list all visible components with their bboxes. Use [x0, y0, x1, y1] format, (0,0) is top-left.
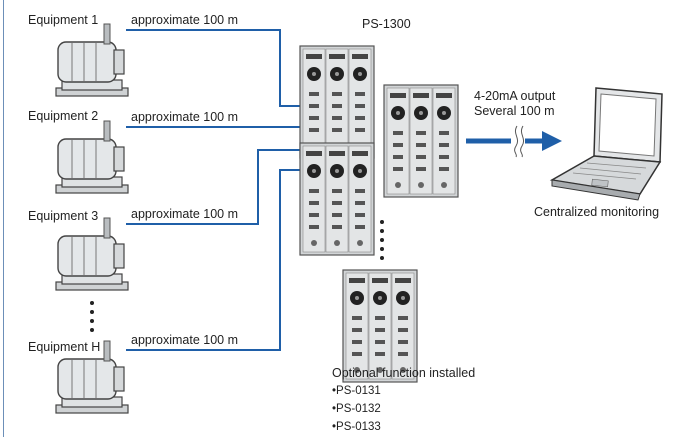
equipment-3-label: Equipment 3 — [28, 209, 99, 223]
equipment-2-label: Equipment 2 — [28, 109, 99, 123]
distance-label-1: approximate 100 m — [131, 13, 239, 27]
left-frame-line — [3, 0, 4, 437]
equipment-1-icon — [55, 23, 129, 97]
distance-label-2: approximate 100 m — [131, 110, 239, 124]
optional-item-2: •PS-0132 — [332, 403, 381, 415]
optional-function-heading: Optional function installed — [332, 366, 476, 380]
laptop-icon — [549, 87, 663, 201]
ps-1300-unit-1 — [299, 45, 375, 159]
ps-1300-title: PS-1300 — [362, 17, 411, 31]
unit-ellipsis-dots — [380, 220, 384, 260]
ps-1300-unit-2 — [383, 84, 459, 198]
distance-label-h: approximate 100 m — [131, 333, 239, 347]
equipment-3-icon — [55, 217, 129, 291]
centralized-monitoring-label: Centralized monitoring — [534, 205, 660, 219]
optional-item-3: •PS-0133 — [332, 421, 381, 433]
optional-item-1: •PS-0131 — [332, 385, 381, 397]
equipment-h-label: Equipment H — [28, 340, 101, 354]
ps-1300-unit-3 — [299, 142, 375, 256]
equipment-1-label: Equipment 1 — [28, 13, 99, 27]
distance-label-3: approximate 100 m — [131, 207, 239, 221]
equipment-2-icon — [55, 120, 129, 194]
output-arrow-icon — [466, 125, 562, 158]
output-distance-label: Several 100 m — [474, 104, 555, 118]
cable-lines — [126, 29, 300, 351]
output-label: 4-20mA output — [474, 89, 556, 103]
equipment-ellipsis-dots — [90, 301, 94, 332]
